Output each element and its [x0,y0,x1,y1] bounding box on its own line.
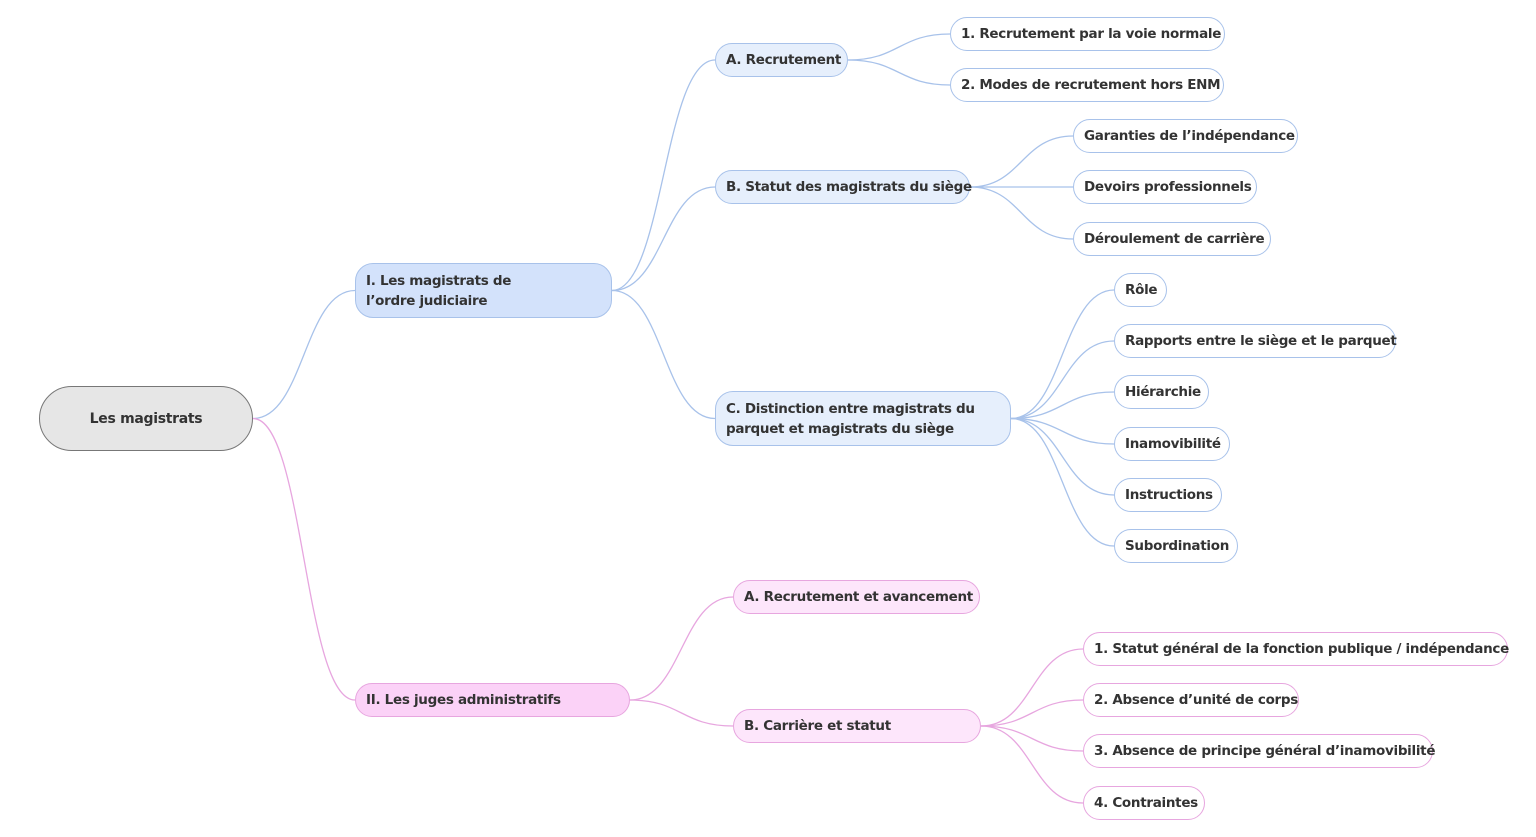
connector-line [1010,417,1115,496]
topic-node-1a[interactable]: A. Recrutement [715,43,848,77]
subtopic-node[interactable]: Rapports entre le siège et le parquet [1114,324,1397,358]
subtopic-label: 4. Contraintes [1094,795,1198,811]
topic-label: A. Recrutement et avancement [744,589,973,605]
connector-line [611,186,716,292]
subtopic-node[interactable]: Subordination [1114,529,1238,563]
connector-line [252,289,356,420]
connector-line [611,289,716,420]
subtopic-label: Subordination [1125,538,1230,554]
subtopic-node[interactable]: Rôle [1114,273,1167,307]
subtopic-label: 2. Modes de recrutement hors ENM [961,77,1221,93]
connector-line [980,699,1084,727]
subtopic-label: 3. Absence de principe général d’inamovi… [1094,743,1436,759]
subtopic-label: 2. Absence d’unité de corps [1094,692,1298,708]
topic-label: B. Statut des magistrats du siège [726,179,972,195]
subtopic-label: Rapports entre le siège et le parquet [1125,333,1397,349]
connector-line [1010,417,1115,547]
subtopic-node[interactable]: 4. Contraintes [1083,786,1205,820]
connector-line [969,186,1074,240]
branch-label: I. Les magistrats de l’ordre judiciaire [366,272,512,309]
topic-node-2b[interactable]: B. Carrière et statut [733,709,981,743]
subtopic-node[interactable]: 3. Absence de principe général d’inamovi… [1083,734,1436,768]
subtopic-label: Hiérarchie [1125,384,1201,400]
connector-line [969,135,1074,188]
topic-node-1c[interactable]: C. Distinction entre magistrats du parqu… [715,391,1011,446]
topic-label: C. Distinction entre magistrats du parqu… [726,400,975,437]
connector-line [847,33,951,61]
subtopic-node[interactable]: 2. Modes de recrutement hors ENM [950,68,1224,102]
topic-label: B. Carrière et statut [744,718,891,734]
subtopic-node[interactable]: Inamovibilité [1114,427,1230,461]
topic-label: A. Recrutement [726,52,842,68]
connector-line [629,596,734,701]
subtopic-node[interactable]: Déroulement de carrière [1073,222,1271,256]
topic-node-1b[interactable]: B. Statut des magistrats du siège [715,170,972,204]
subtopic-node[interactable]: 1. Recrutement par la voie normale [950,17,1225,51]
subtopic-node[interactable]: Garanties de l’indépendance [1073,119,1298,153]
subtopic-node[interactable]: Devoirs professionnels [1073,170,1257,204]
connector-line [611,59,716,292]
subtopic-node[interactable]: 2. Absence d’unité de corps [1083,683,1299,717]
branch-label: II. Les juges administratifs [366,692,561,708]
subtopic-label: Rôle [1125,282,1158,298]
subtopic-node[interactable]: Instructions [1114,478,1222,512]
root-label: Les magistrats [89,410,203,427]
connector-line [1010,289,1115,420]
subtopic-label: Devoirs professionnels [1084,179,1252,195]
subtopic-label: 1. Recrutement par la voie normale [961,26,1222,42]
connector-line [847,59,951,86]
connector-line [980,648,1084,727]
topic-node-2a[interactable]: A. Recrutement et avancement [733,580,980,614]
connector-line [252,417,356,701]
subtopic-node[interactable]: Hiérarchie [1114,375,1209,409]
connector-line [980,725,1084,752]
connector-line [629,699,734,727]
subtopic-label: Instructions [1125,487,1213,503]
subtopic-label: Inamovibilité [1125,436,1221,452]
connector-line [1010,340,1115,420]
subtopic-label: 1. Statut général de la fonction publiqu… [1094,641,1509,657]
connector-line [980,725,1084,804]
subtopic-label: Déroulement de carrière [1084,231,1265,247]
connector-line [1010,417,1115,445]
root-node[interactable]: Les magistrats [39,386,253,451]
branch-node-2[interactable]: II. Les juges administratifs [355,683,630,717]
connector-line [1010,391,1115,420]
branch-node-1[interactable]: I. Les magistrats de l’ordre judiciaire [355,263,612,318]
subtopic-node[interactable]: 1. Statut général de la fonction publiqu… [1083,632,1509,666]
subtopic-label: Garanties de l’indépendance [1084,128,1295,144]
